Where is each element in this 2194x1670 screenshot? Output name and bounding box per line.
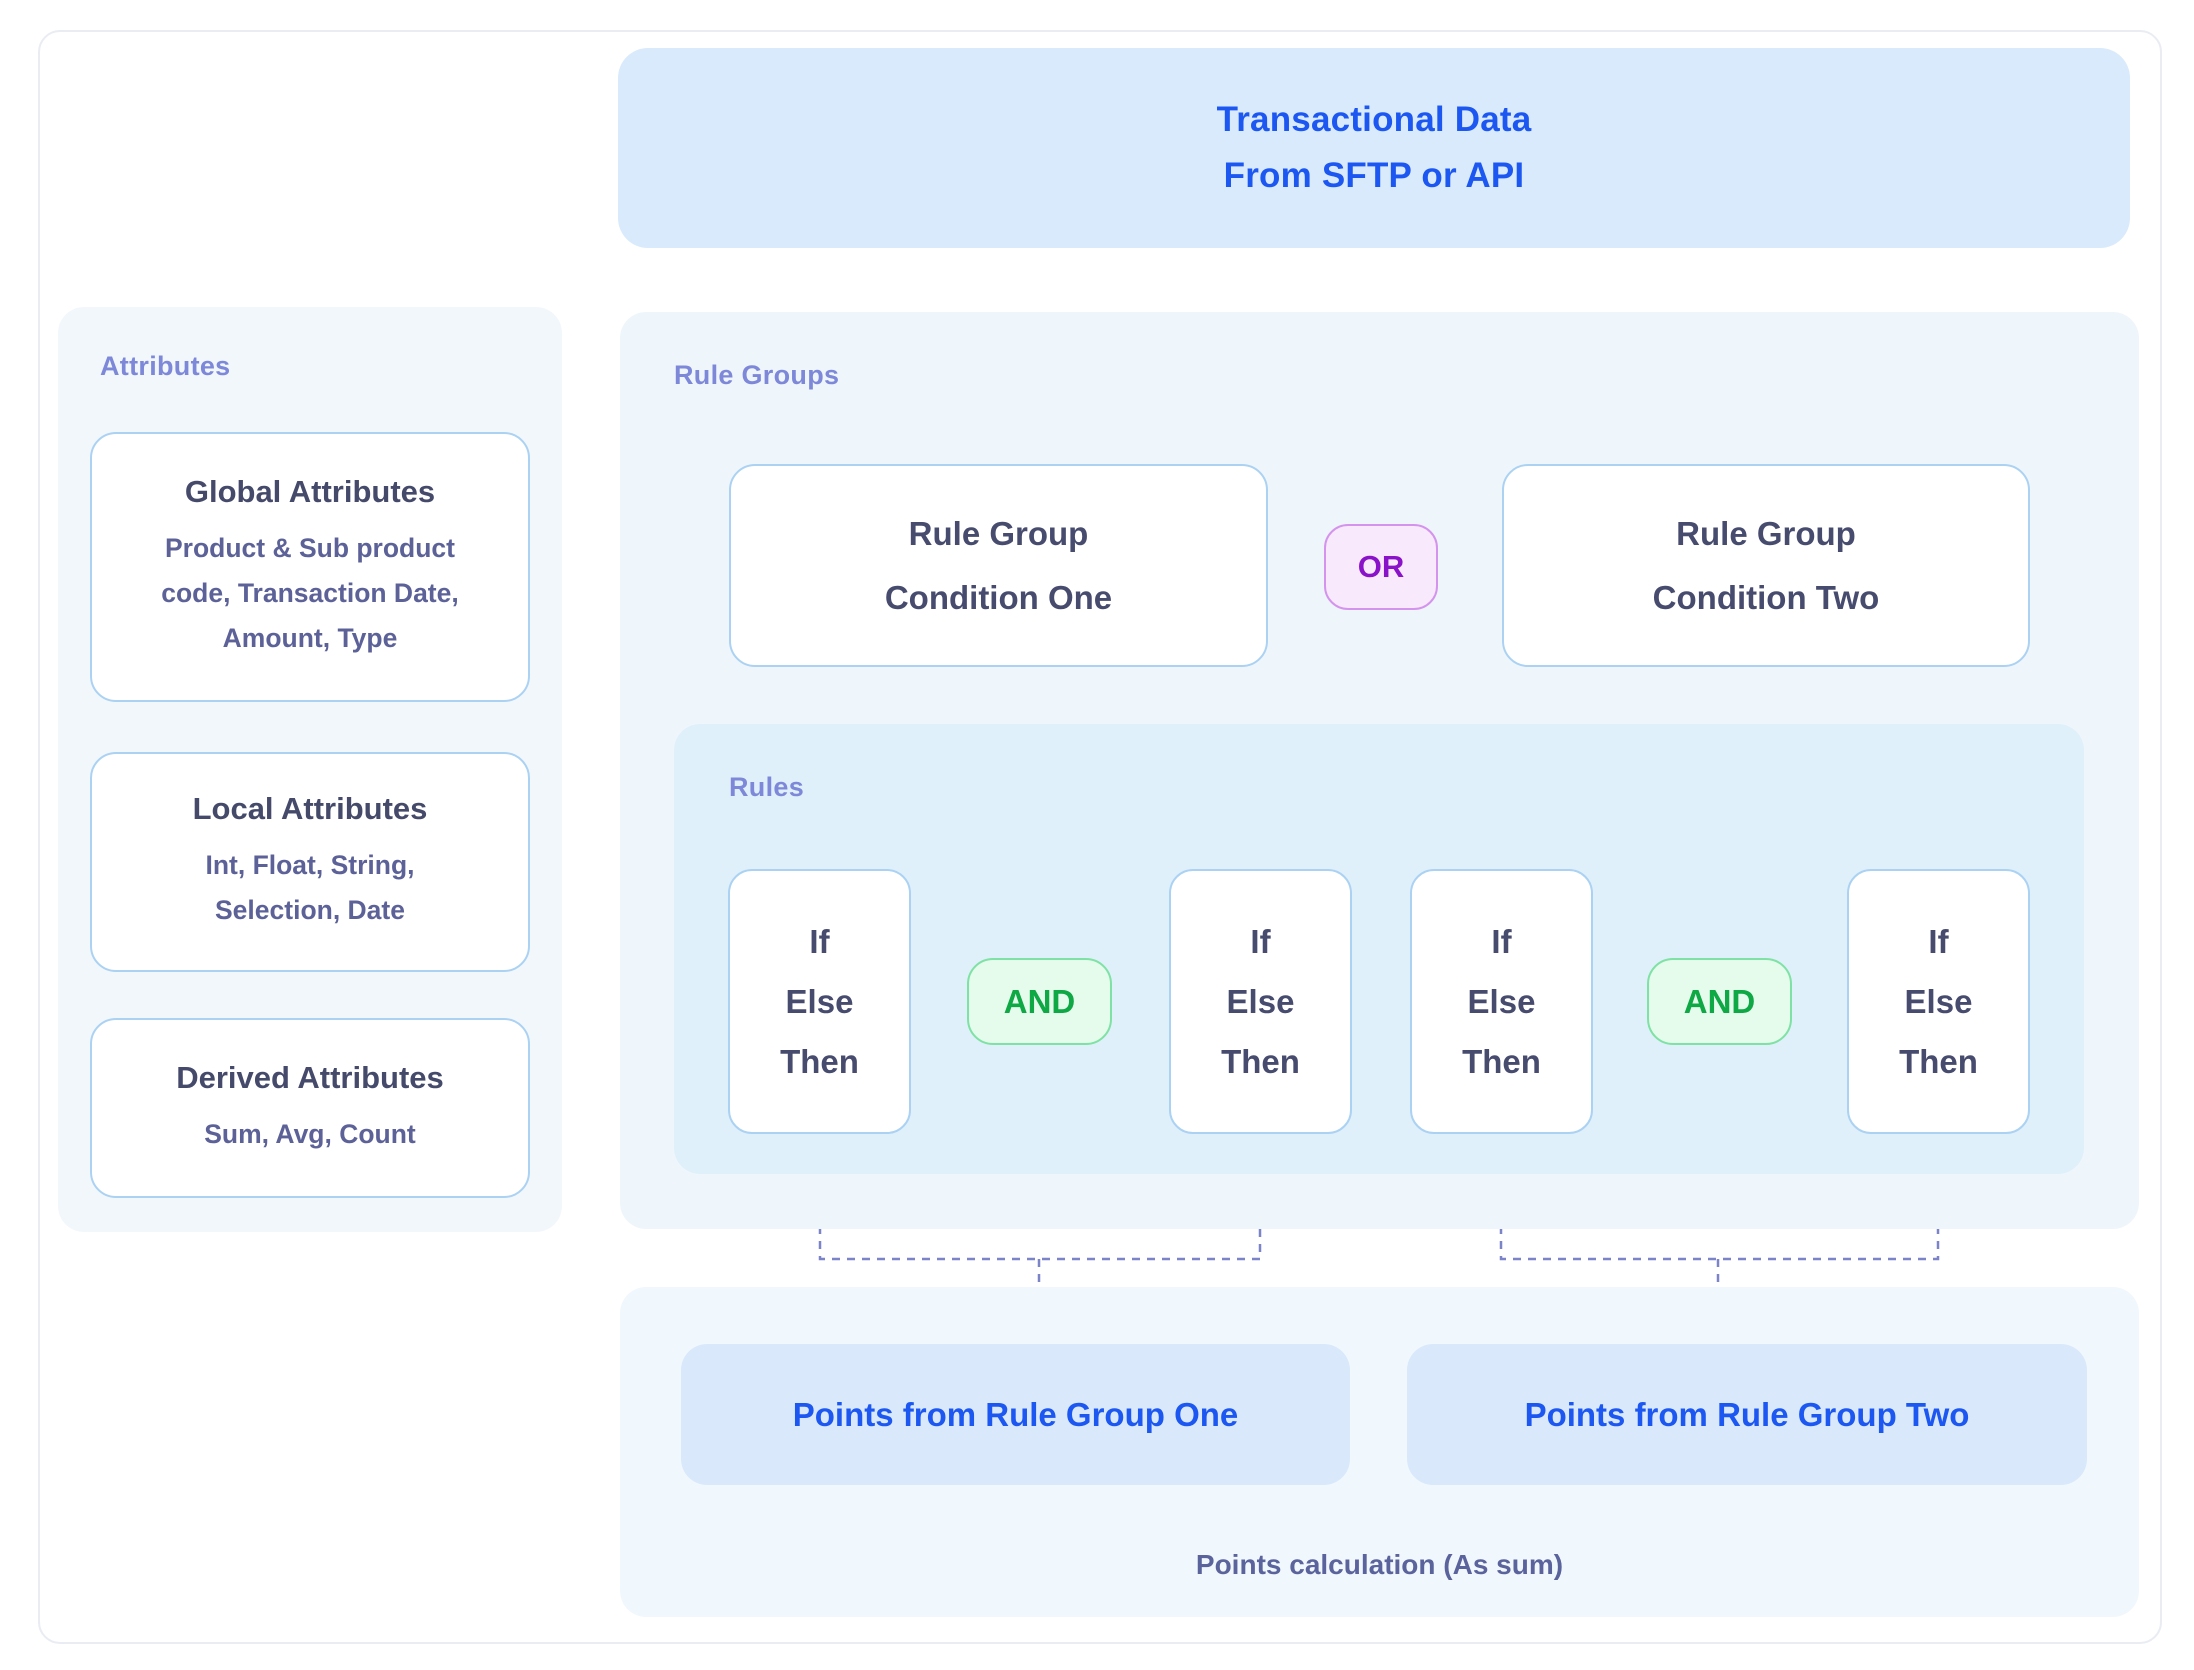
local-attributes-description: Int, Float, String, Selection, Date: [205, 850, 415, 925]
transactional-data-subtitle: From SFTP or API: [1223, 156, 1525, 195]
rule-node-group1-a: If Else Then: [728, 869, 911, 1134]
or-operator-badge: OR: [1324, 524, 1438, 610]
rule-if-line: If: [1928, 922, 1949, 960]
rule-if-line: If: [1491, 922, 1512, 960]
rule-groups-panel: Rule Groups Rule Group Condition One OR …: [620, 312, 2139, 1229]
and-operator-badge-group1: AND: [967, 958, 1112, 1045]
rule-then-line: Then: [1221, 1042, 1300, 1080]
transactional-data-title: Transactional Data: [1216, 100, 1532, 139]
points-calculation-caption: Points calculation (As sum): [1195, 1549, 1564, 1580]
transactional-data-node: Transactional Data From SFTP or API: [618, 48, 2130, 248]
derived-attributes-card: Derived Attributes Sum, Avg, Count: [90, 1018, 530, 1198]
points-rule-group-two-node: Points from Rule Group Two: [1407, 1344, 2087, 1485]
diagram-card: Transactional Data From SFTP or API Attr…: [38, 30, 2162, 1644]
attributes-panel: Attributes Global Attributes Product & S…: [58, 307, 562, 1232]
and-operator-badge-group2: AND: [1647, 958, 1792, 1045]
rule-groups-panel-label: Rule Groups: [674, 360, 840, 390]
attributes-panel-label: Attributes: [100, 351, 231, 381]
rule-group-condition-two-node: Rule Group Condition Two: [1502, 464, 2030, 667]
points-calculation-panel: Points from Rule Group One Points from R…: [620, 1287, 2139, 1617]
rule-group-two-line2: Condition Two: [1652, 578, 1880, 616]
rule-then-line: Then: [1899, 1042, 1978, 1080]
derived-attributes-title: Derived Attributes: [176, 1059, 444, 1095]
points-rule-group-one-node: Points from Rule Group One: [681, 1344, 1350, 1485]
rule-if-line: If: [809, 922, 830, 960]
rule-group-one-line1: Rule Group: [908, 514, 1089, 552]
rule-node-group1-b: If Else Then: [1169, 869, 1352, 1134]
rule-node-group2-b: If Else Then: [1847, 869, 2030, 1134]
local-attributes-card: Local Attributes Int, Float, String, Sel…: [90, 752, 530, 972]
global-attributes-title: Global Attributes: [184, 473, 436, 509]
rule-then-line: Then: [780, 1042, 859, 1080]
rule-group-condition-one-node: Rule Group Condition One: [729, 464, 1268, 667]
rule-node-group2-a: If Else Then: [1410, 869, 1593, 1134]
rule-else-line: Else: [785, 982, 854, 1020]
derived-attributes-description: Sum, Avg, Count: [204, 1118, 416, 1149]
local-attributes-title: Local Attributes: [192, 791, 428, 826]
rules-panel: Rules If Else Then AND If Else Then If E…: [674, 724, 2084, 1174]
global-attributes-card: Global Attributes Product & Sub product …: [90, 432, 530, 702]
rule-group-two-line1: Rule Group: [1676, 514, 1856, 552]
rule-if-line: If: [1250, 922, 1271, 960]
rules-panel-label: Rules: [729, 772, 805, 802]
rule-else-line: Else: [1904, 982, 1973, 1020]
global-attributes-description: Product & Sub product code, Transaction …: [161, 532, 459, 653]
rule-group-one-line2: Condition One: [884, 578, 1113, 616]
rule-then-line: Then: [1462, 1042, 1541, 1080]
rule-else-line: Else: [1467, 982, 1536, 1020]
rule-else-line: Else: [1226, 982, 1295, 1020]
